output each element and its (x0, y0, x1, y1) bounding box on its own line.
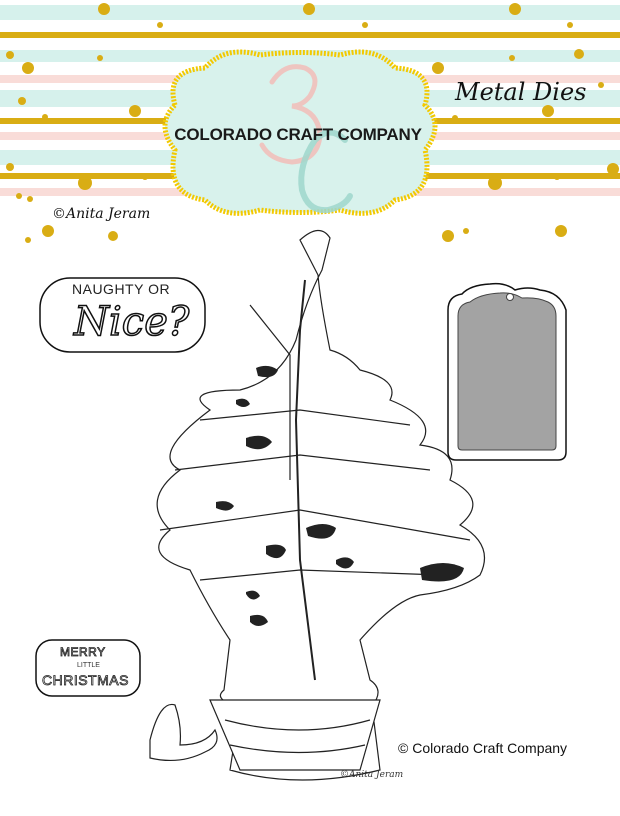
brand-name: COLORADO CRAFT COMPANY (174, 125, 422, 144)
tree-cutout-shapes (216, 365, 464, 626)
copyright-notice: © Colorado Craft Company (398, 740, 568, 756)
product-type-label: Metal Dies (455, 78, 587, 106)
artist-signature: ©Anita Jeram (52, 206, 151, 222)
sentiment-christmas: CHRISTMAS (42, 672, 129, 689)
sentiment-nice: Nice? (73, 299, 190, 345)
merry-die-outline (35, 639, 141, 697)
brand-label (162, 49, 438, 216)
sentiment-little: LITTLE (77, 662, 100, 669)
tree-signature: ©Anita Jeram (340, 770, 404, 780)
sentiment-naughty-or: NAUGHTY OR (72, 281, 171, 297)
logo-monogram-3c (259, 64, 353, 214)
sentiment-merry: MERRY (60, 645, 106, 660)
gift-tag-die (447, 282, 567, 461)
nice-die-outline (39, 277, 206, 353)
gold-confetti-dots (6, 3, 619, 243)
mouse-die (149, 703, 218, 762)
christmas-tree-die (156, 229, 486, 781)
